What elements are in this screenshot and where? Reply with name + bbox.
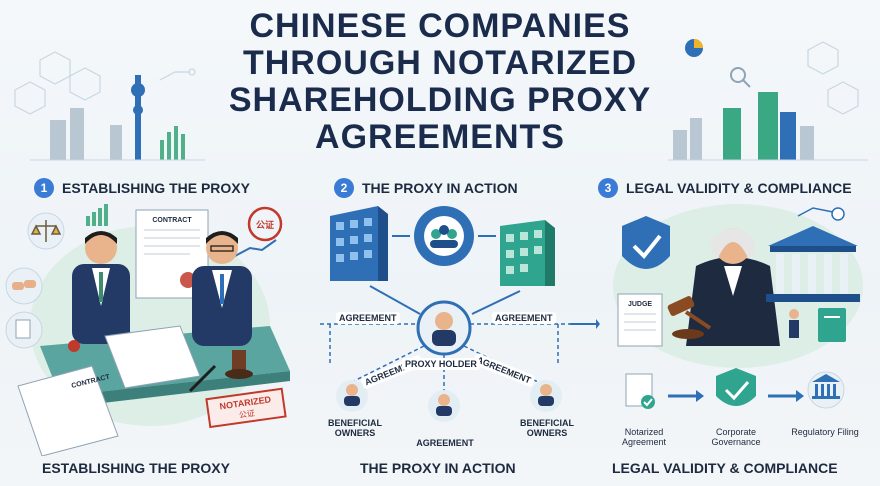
footer-label-1: ESTABLISHING THE PROXY bbox=[42, 460, 230, 476]
city-skyline-left-icon bbox=[14, 51, 205, 161]
shield-check-icon bbox=[622, 216, 670, 269]
beneficial-owner-right-avatar bbox=[530, 380, 562, 412]
footer-label-3: LEGAL VALIDITY & COMPLIANCE bbox=[612, 460, 838, 476]
page-title: CHINESE COMPANIES THROUGH NOTARIZED SHAR… bbox=[180, 8, 700, 156]
section-3-title: LEGAL VALIDITY & COMPLIANCE bbox=[626, 180, 852, 196]
agreement-owner-avatar bbox=[428, 390, 460, 422]
businessman-left-icon bbox=[72, 231, 130, 344]
businessman-right-icon bbox=[192, 231, 252, 346]
seal-label: 公证 bbox=[256, 220, 274, 230]
panel-3-illustration: JUDGE bbox=[613, 204, 863, 409]
agreement-left-label: AGREEMENT bbox=[336, 312, 400, 324]
panel-1-illustration: CONTRACT 公证 CONTRACT NOTARIZED 公证 bbox=[5, 204, 290, 456]
building-right-icon bbox=[500, 220, 555, 286]
document-pen-icon bbox=[15, 319, 31, 339]
title-line-2: THROUGH NOTARIZED bbox=[242, 44, 638, 82]
title-line-3: SHAREHOLDING PROXY bbox=[228, 81, 652, 119]
section-2-heading: 2 THE PROXY IN ACTION bbox=[334, 178, 518, 198]
section-3-number: 3 bbox=[598, 178, 618, 198]
regulatory-filing-icon bbox=[807, 371, 845, 409]
building-left-icon bbox=[330, 206, 388, 281]
contract-top-label: CONTRACT bbox=[152, 217, 192, 224]
title-line-4: AGREEMENTS bbox=[315, 118, 565, 156]
courthouse-icon bbox=[766, 226, 860, 302]
item-notarized-agreement-label: Notarized Agreement bbox=[621, 427, 667, 447]
section-3-heading: 3 LEGAL VALIDITY & COMPLIANCE bbox=[598, 178, 852, 198]
city-skyline-right-icon bbox=[668, 39, 868, 161]
section-1-heading: 1 ESTABLISHING THE PROXY bbox=[34, 178, 250, 198]
gavel-icon bbox=[667, 296, 712, 339]
corporate-governance-icon bbox=[716, 368, 756, 406]
proxy-holder-label: PROXY HOLDER bbox=[402, 358, 480, 370]
beneficial-owners-left-label: BENEFICIAL OWNERS bbox=[328, 418, 382, 438]
item-regulatory-filing-label: Regulatory Filing bbox=[791, 427, 859, 437]
panel-2-illustration bbox=[320, 206, 600, 422]
section-2-number: 2 bbox=[334, 178, 354, 198]
notarized-stamp: NOTARIZED 公证 bbox=[205, 387, 287, 429]
footer-label-2: THE PROXY IN ACTION bbox=[360, 460, 516, 476]
beneficial-owners-right-label: BENEFICIAL OWNERS bbox=[520, 418, 574, 438]
handshake-icon bbox=[12, 280, 36, 290]
notarized-sub-label: 公证 bbox=[238, 409, 255, 420]
judge-icon bbox=[686, 228, 780, 346]
scales-icon bbox=[30, 220, 62, 242]
section-1-number: 1 bbox=[34, 178, 54, 198]
gear-people-icon bbox=[414, 206, 474, 266]
agreement-bottom-label: AGREEMENT bbox=[416, 438, 474, 448]
section-2-title: THE PROXY IN ACTION bbox=[362, 180, 518, 196]
title-line-1: CHINESE COMPANIES bbox=[249, 7, 631, 45]
beneficial-owner-left-avatar bbox=[336, 380, 368, 412]
notarized-agreement-icon bbox=[625, 373, 655, 409]
item-corporate-governance-label: Corporate Governance bbox=[711, 427, 761, 447]
section-1-title: ESTABLISHING THE PROXY bbox=[62, 180, 250, 196]
judge-doc-label: JUDGE bbox=[628, 301, 652, 308]
agreement-right-label: AGREEMENT bbox=[492, 312, 556, 324]
